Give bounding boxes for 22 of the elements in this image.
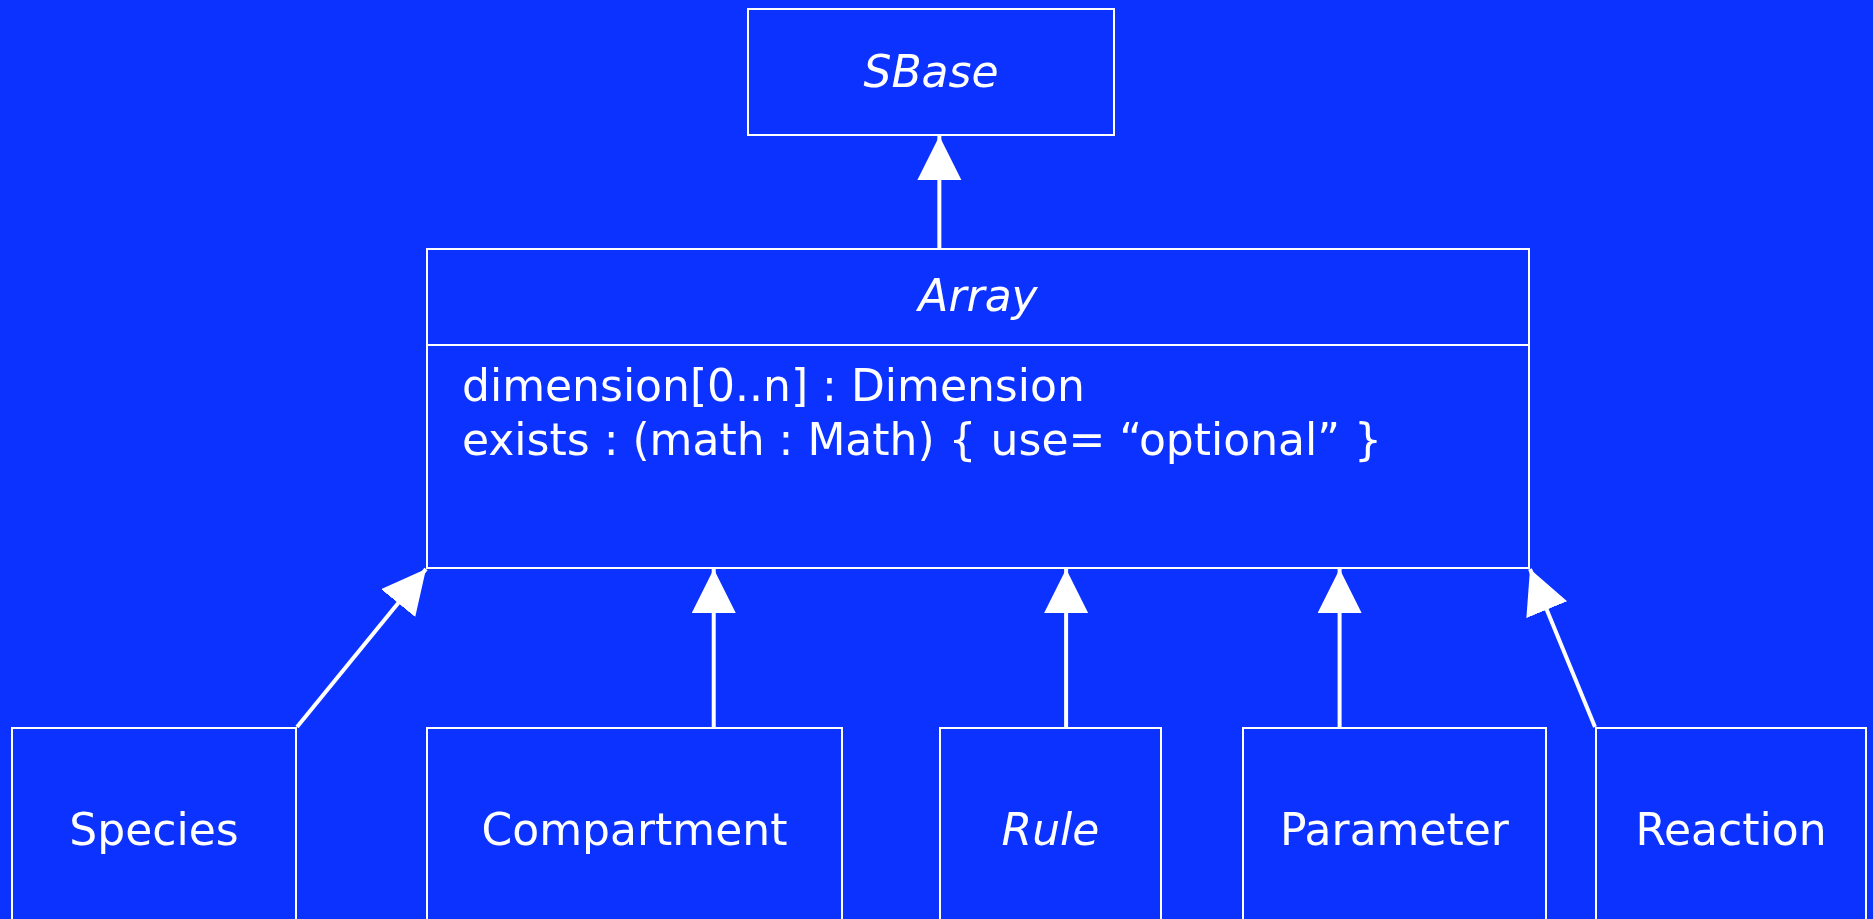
class-name: Compartment <box>481 804 788 855</box>
attribute-text: exists : (math : Math) { use= “optional” } <box>462 414 1382 465</box>
class-box <box>1242 727 1547 919</box>
class-box <box>426 248 1530 569</box>
attribute-text: dimension[0..n] : Dimension <box>462 360 1085 411</box>
inheritance-arrow <box>691 569 736 727</box>
class-box <box>1595 727 1867 919</box>
inheritance-arrow <box>1044 569 1089 727</box>
inheritance-arrow <box>1526 568 1597 728</box>
class-box <box>747 8 1115 136</box>
inheritance-arrow <box>1317 569 1362 727</box>
class-box <box>426 727 843 919</box>
inheritance-arrow <box>295 567 428 729</box>
class-name: Parameter <box>1280 804 1509 855</box>
inheritance-arrow <box>917 136 962 248</box>
class-name: Rule <box>1001 804 1100 855</box>
class-box <box>11 727 297 919</box>
class-box <box>939 727 1162 919</box>
class-name: Array <box>915 270 1039 321</box>
class-name: SBase <box>863 46 999 97</box>
class-name: Species <box>69 804 239 855</box>
class-name: Reaction <box>1635 804 1827 855</box>
